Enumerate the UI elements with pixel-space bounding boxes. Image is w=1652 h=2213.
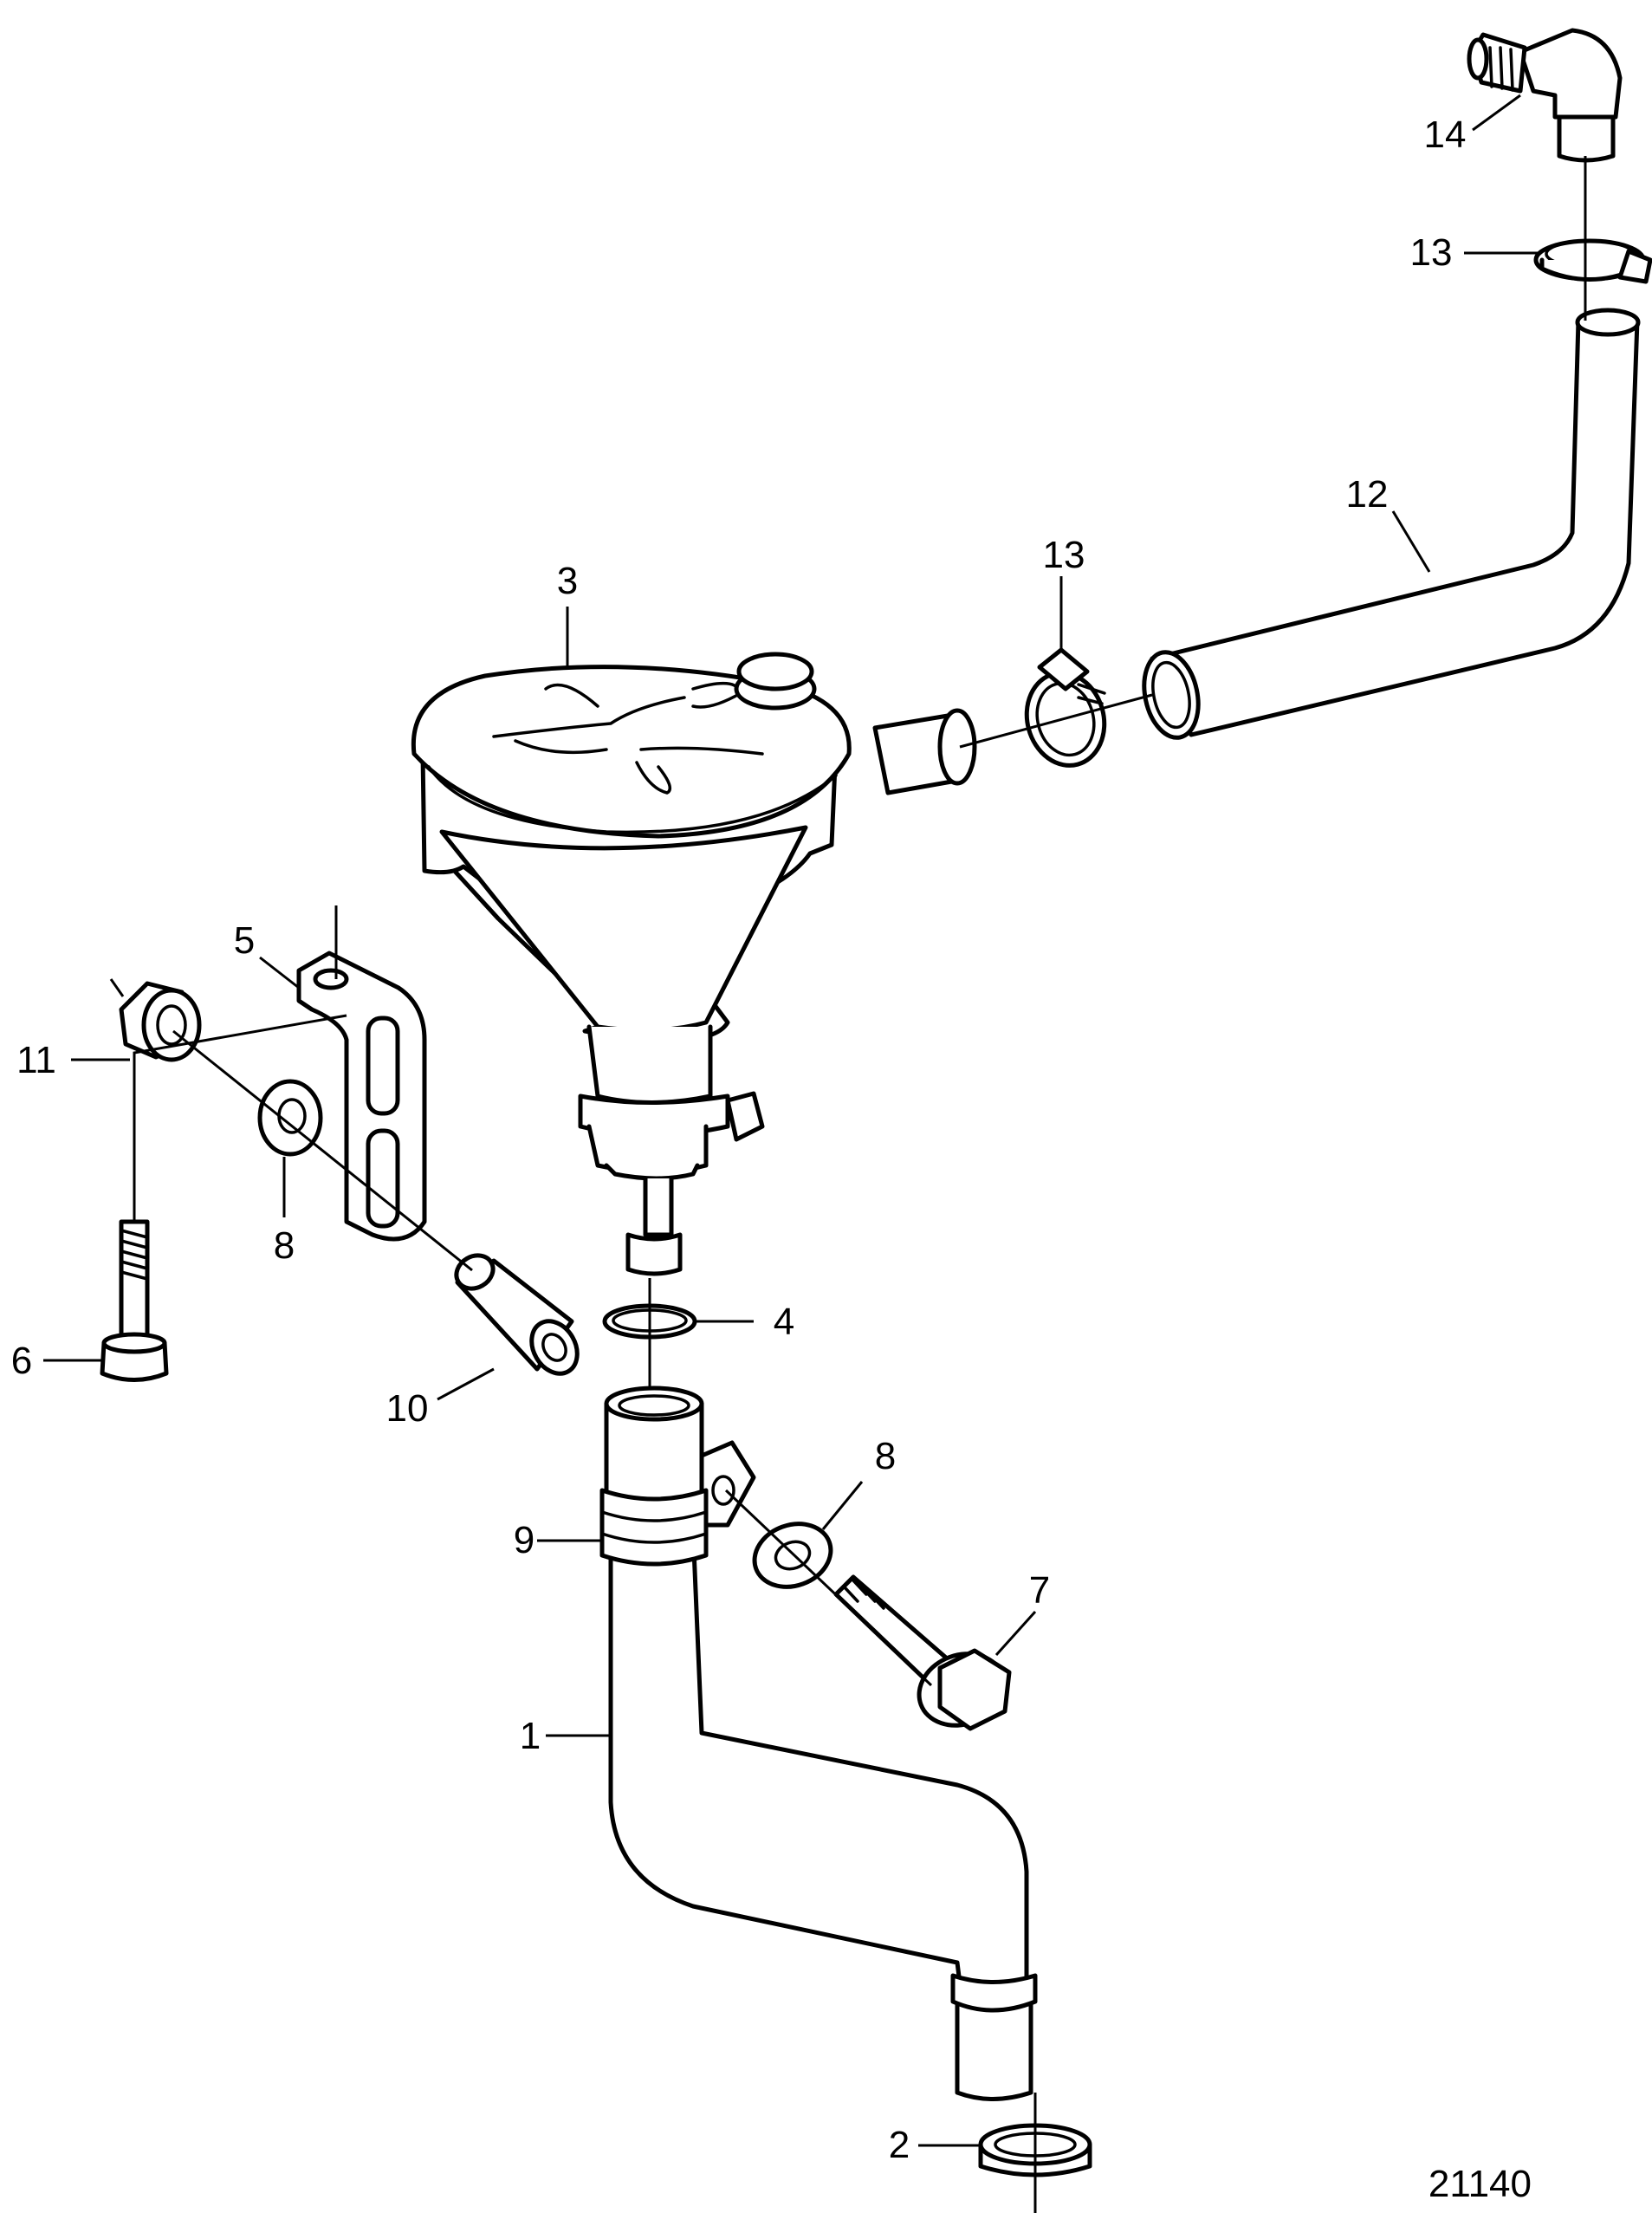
callout-13-middle: 13 (1043, 534, 1085, 576)
part-6-bolt (100, 1219, 169, 1382)
leader-10 (437, 1367, 495, 1401)
part-7-flange-bolt (833, 1574, 1012, 1731)
part-13-hose-clamp-middle (1024, 647, 1107, 768)
callout-5: 5 (234, 919, 255, 962)
callout-labels: 3 13 12 13 14 5 11 8 6 4 10 8 9 7 1 2 21… (11, 114, 1532, 2205)
part-5-bracket (296, 951, 427, 1242)
axis-line-bolt-to-pipe (724, 1489, 933, 1687)
axis-line-separator-to-hose (959, 693, 1153, 749)
part-14-elbow-fitting (1467, 28, 1623, 163)
callout-1: 1 (520, 1715, 541, 1757)
leader-14 (1472, 94, 1521, 132)
figure-number: 21140 (1428, 2163, 1532, 2205)
leader-8-right (821, 1481, 864, 1530)
leader-12 (1391, 510, 1431, 573)
callout-6: 6 (11, 1340, 32, 1382)
axis-line-nut-to-spacer (172, 1029, 473, 1272)
leader-7 (994, 1610, 1037, 1657)
callout-9: 9 (514, 1519, 534, 1561)
callout-4: 4 (774, 1301, 794, 1343)
assembly-lines (109, 156, 1587, 2213)
callout-12: 12 (1346, 473, 1389, 516)
part-10-spacer-sleeve (454, 1253, 580, 1376)
part-12-hose (1142, 308, 1641, 740)
part-9-hose-clamp-pipe (599, 1488, 709, 1567)
part-3-oil-separator (411, 652, 977, 1276)
callout-leaders (43, 94, 1538, 2147)
callout-8-left: 8 (274, 1224, 295, 1267)
callout-10: 10 (386, 1387, 429, 1430)
callout-13-top: 13 (1410, 231, 1453, 274)
callout-14: 14 (1424, 114, 1467, 156)
callout-3: 3 (557, 560, 578, 602)
callout-2: 2 (889, 2124, 910, 2166)
part-1-oil-return-pipe (604, 1386, 1038, 2101)
callout-8-right: 8 (875, 1435, 896, 1477)
callout-7: 7 (1029, 1569, 1050, 1612)
callout-11: 11 (16, 1039, 56, 1081)
axis-line-nut-tail (109, 978, 125, 997)
axis-line-bolt-to-bracket (133, 1014, 347, 1222)
part-13-hose-clamp-top (1533, 238, 1652, 284)
leader-5 (259, 956, 300, 990)
